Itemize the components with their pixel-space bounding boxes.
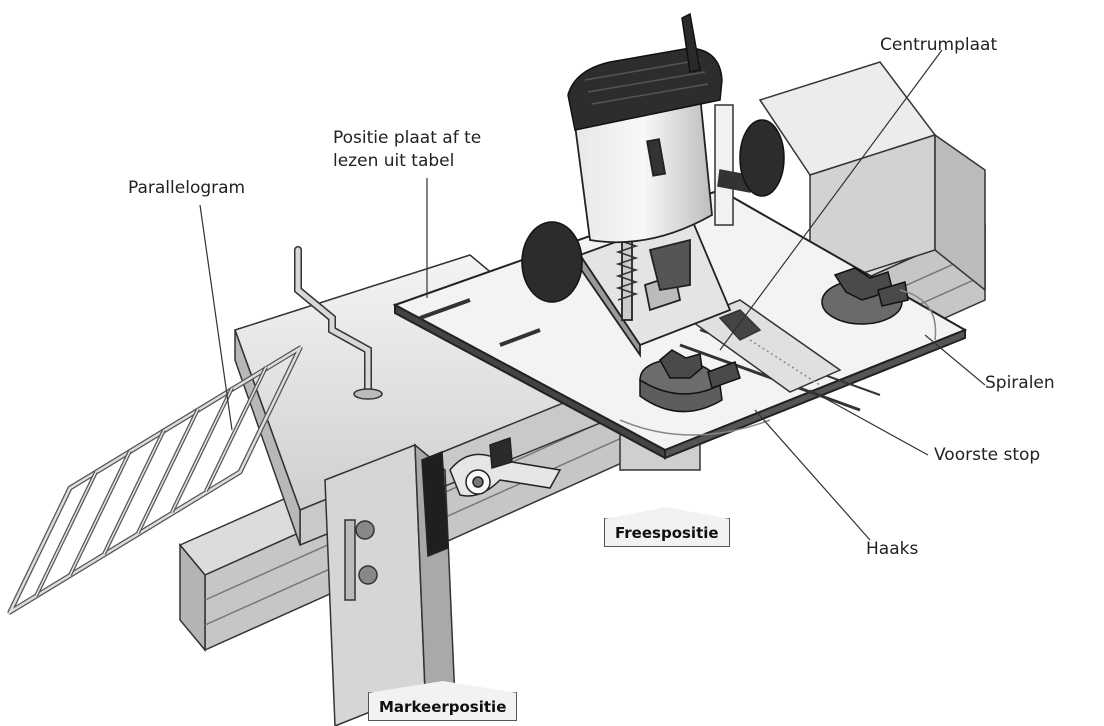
clamp-lever: [421, 436, 562, 558]
label-spiralen: Spiralen: [985, 373, 1055, 393]
label-positie-line1: Positie plaat af te: [333, 128, 482, 148]
label-voorste-stop: Voorste stop: [934, 445, 1041, 465]
star-knob-front: [639, 349, 741, 413]
tag-markeerpositie: Markeerpositie: [368, 692, 518, 721]
label-parallelogram: Parallelogram: [128, 178, 246, 198]
depth-post: [714, 104, 753, 226]
router-base: [577, 213, 732, 358]
label-haaks: Haaks: [866, 539, 919, 559]
router-cap: [567, 12, 723, 131]
spiral-arcs: [619, 289, 937, 436]
label-centrumplaat: Centrumplaat: [880, 35, 998, 55]
router-handles: [521, 119, 785, 303]
star-knob-rear: [821, 267, 909, 325]
leader-lines: [199, 49, 986, 541]
tag-freespositie: Freespositie: [604, 518, 730, 547]
router-motor: [574, 93, 713, 244]
label-positie-line2: lezen uit tabel: [333, 151, 455, 171]
